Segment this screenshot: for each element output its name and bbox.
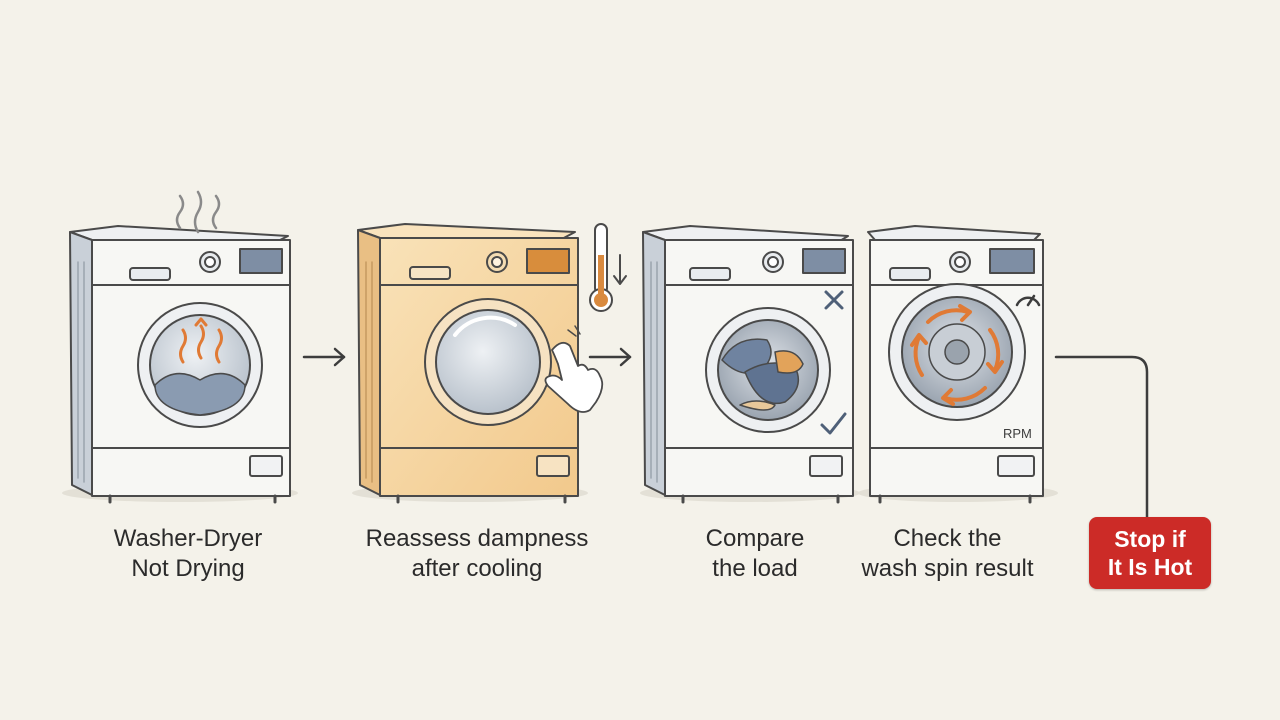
check-icon xyxy=(820,412,847,435)
step-label-line: Compare xyxy=(705,525,805,552)
step-label-line: Check the xyxy=(893,525,1002,552)
gauge-icon xyxy=(1015,294,1041,307)
step-label-line: wash spin result xyxy=(861,555,1034,582)
step-label-line: the load xyxy=(712,555,798,582)
step-label-line: Not Drying xyxy=(131,555,245,582)
washer-load-compare-icon xyxy=(640,225,860,504)
step-label-line: after cooling xyxy=(411,555,543,582)
flow-arrow xyxy=(588,347,632,367)
step-label-line: Reassess dampness xyxy=(365,525,589,552)
thermometer-down-icon xyxy=(589,223,627,312)
cross-icon xyxy=(824,290,844,310)
step-label-compare-load: Compare the load xyxy=(665,524,845,584)
step-label-line: Washer-Dryer xyxy=(113,525,263,552)
washer-steam-icon xyxy=(62,190,298,504)
stop-badge-line: It Is Hot xyxy=(1107,554,1193,580)
washer-cooling-hand-icon xyxy=(352,223,627,504)
washer-spin-icon xyxy=(858,225,1058,504)
step-label-washer-dryer-not-drying: Washer-Dryer Not Drying xyxy=(88,524,288,584)
connector-line xyxy=(1054,355,1149,520)
step-label-check-spin: Check the wash spin result xyxy=(840,524,1055,584)
rpm-label: RPM xyxy=(1003,426,1032,441)
step-label-reassess-dampness: Reassess dampness after cooling xyxy=(345,524,609,584)
flow-arrow xyxy=(302,347,346,367)
stop-if-hot-badge: Stop if It Is Hot xyxy=(1089,517,1211,589)
stop-badge-line: Stop if xyxy=(1114,526,1186,552)
